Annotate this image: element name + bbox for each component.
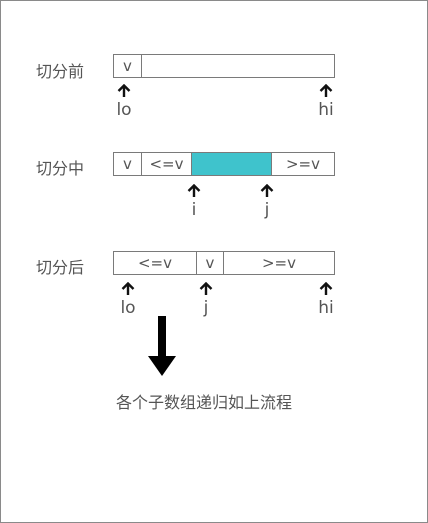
pointer-label: lo xyxy=(120,298,136,318)
pointer-j: j xyxy=(196,282,216,318)
pointer-label: j xyxy=(264,200,270,220)
array-cell: <=v xyxy=(141,153,191,175)
array-cell: v xyxy=(123,155,132,173)
pointer-lo: lo xyxy=(114,84,134,120)
stage-label-during: 切分中 xyxy=(36,159,85,178)
pointer-label: hi xyxy=(318,298,334,318)
unprocessed-region xyxy=(191,153,271,175)
array-cell: <=v xyxy=(137,254,172,272)
array-cell xyxy=(141,55,334,77)
up-arrow-icon xyxy=(319,282,333,295)
stage-label-after: 切分后 xyxy=(36,258,85,277)
pointer-lo: lo xyxy=(118,282,138,318)
pointer-hi: hi xyxy=(316,84,336,120)
pointer-j: j xyxy=(257,184,277,220)
array-cell: >=v xyxy=(223,252,334,274)
pointer-label: i xyxy=(191,200,197,220)
up-arrow-icon xyxy=(319,84,333,97)
pointer-label: hi xyxy=(318,100,334,120)
down-arrow-icon xyxy=(148,316,176,376)
array-bar-before: v xyxy=(113,54,335,78)
array-bar-during: v <=v >=v xyxy=(113,152,335,176)
pointer-i: i xyxy=(184,184,204,220)
pointer-label: lo xyxy=(116,100,132,120)
pointer-hi: hi xyxy=(316,282,336,318)
array-cell: v xyxy=(196,252,223,274)
array-cell: >=v xyxy=(271,153,334,175)
up-arrow-icon xyxy=(121,282,135,295)
array-cell: v xyxy=(123,57,132,75)
pointer-label: j xyxy=(203,298,209,318)
up-arrow-icon xyxy=(199,282,213,295)
up-arrow-icon xyxy=(260,184,274,197)
recursion-note: 各个子数组递归如上流程 xyxy=(116,393,293,412)
stage-label-before: 切分前 xyxy=(36,62,85,81)
array-bar-after: <=v v >=v xyxy=(113,251,335,275)
up-arrow-icon xyxy=(117,84,131,97)
up-arrow-icon xyxy=(187,184,201,197)
